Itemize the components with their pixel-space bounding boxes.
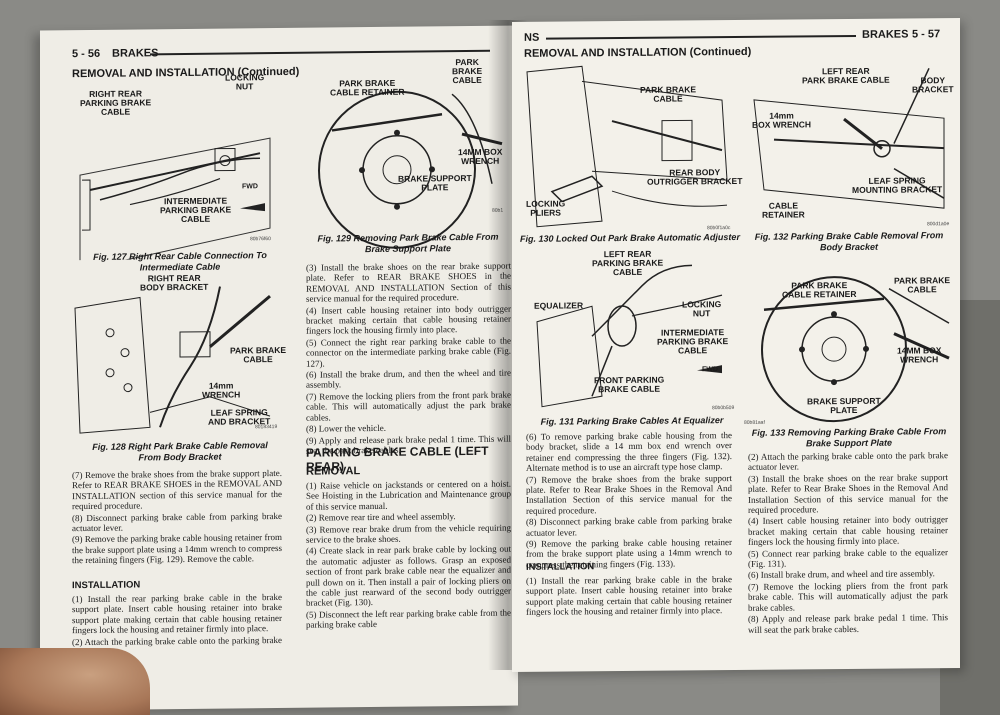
fig131-callout-equalizer: EQUALIZER <box>534 300 584 311</box>
paragraph: (6) Install brake drum, and wheel and ti… <box>748 568 935 581</box>
fig127-code: 80b76f60 <box>250 236 271 243</box>
paragraph: (7) Remove the locking pliers from the f… <box>748 580 948 613</box>
fig133-caption: Fig. 133 Removing Parking Brake Cable Fr… <box>751 426 947 449</box>
fig132-callout-left-rear-cable: LEFT REAR PARK BRAKE CABLE <box>802 65 890 86</box>
fig131-code: 80b0b509 <box>712 405 735 412</box>
paragraph: (1) Raise vehicle on jackstands or cente… <box>306 478 511 512</box>
right-col2-text: (2) Attach the parking brake cable onto … <box>748 450 948 636</box>
header-rule <box>546 34 856 40</box>
fig131-callout-intermediate-cable: INTERMEDIATE PARKING BRAKE CABLE <box>657 327 729 356</box>
paragraph: (5) Connect rear parking brake cable to … <box>748 546 948 569</box>
paragraph: (2) Remove rear tire and wheel assembly. <box>306 511 456 523</box>
fig128-callout-park-brake-cable: PARK BRAKE CABLE <box>230 344 287 365</box>
fig129-illustration <box>318 90 503 249</box>
fig132-illustration <box>753 68 945 209</box>
paragraph: (7) Remove the brake shoes from the brak… <box>526 472 732 516</box>
right-section-header: REMOVAL AND INSTALLATION (Continued) <box>524 45 752 60</box>
fig129-callout-support-plate: BRAKE SUPPORT PLATE <box>398 172 472 193</box>
fig130-caption: Fig. 130 Locked Out Park Brake Automatic… <box>520 231 740 244</box>
paragraph: (7) Remove the locking pliers from the f… <box>306 389 511 423</box>
left-page: 5 - 56 BRAKES REMOVAL AND INSTALLATION (… <box>40 25 518 711</box>
fig127-caption: Fig. 127 Right Rear Cable Connection To … <box>93 250 267 273</box>
fig130-callout-locking-pliers: LOCKING PLIERS <box>526 198 566 218</box>
right-section-name: BRAKES <box>862 28 909 41</box>
paragraph: (3) Install the brake shoes on the rear … <box>306 260 511 304</box>
fig132-caption: Fig. 132 Parking Brake Cable Removal Fro… <box>754 230 944 253</box>
fig132-code: 800d1a0e <box>927 221 950 228</box>
fig128-callout-body-bracket: RIGHT REAR BODY BRACKET <box>140 272 209 293</box>
paragraph: (2) Attach the parking brake cable onto … <box>748 450 948 473</box>
fig130-illustration <box>526 65 728 228</box>
thumb-holding-book <box>0 648 150 715</box>
left-removal-heading: REMOVAL <box>306 465 361 478</box>
fig133-callout-cable-retainer: PARK BRAKE CABLE RETAINER <box>782 280 857 300</box>
fig128-caption: Fig. 128 Right Park Brake Cable Removal … <box>92 440 268 463</box>
fig133-code: 80b81aaf <box>744 419 765 426</box>
paragraph: (4) Insert cable housing retainer into b… <box>306 303 511 337</box>
left-col1-text: (7) Remove the brake shoes from the brak… <box>72 468 282 567</box>
paragraph: (5) Disconnect the left rear parking bra… <box>306 607 511 630</box>
right-page: NS BRAKES 5 - 57 REMOVAL AND INSTALLATIO… <box>512 18 960 672</box>
fig131-callout-left-rear-cable: LEFT REAR PARKING BRAKE CABLE <box>592 248 664 278</box>
fig129-callout-cable-retainer: PARK BRAKE CABLE RETAINER <box>330 77 405 98</box>
left-installation-heading: INSTALLATION <box>72 579 141 592</box>
paragraph: (6) Install the brake drum, and then the… <box>306 367 511 391</box>
fig131-callout-front-cable: FRONT PARKING BRAKE CABLE <box>594 374 665 395</box>
header-rule <box>150 49 490 56</box>
fig127-illustration <box>79 137 271 261</box>
paragraph: (5) Connect the right rear parking brake… <box>306 335 511 369</box>
fig133-callout-park-brake-cable: PARK BRAKE CABLE <box>894 275 951 295</box>
fig131-caption: Fig. 131 Parking Brake Cables At Equaliz… <box>540 415 724 427</box>
fig131-illustration <box>536 264 723 408</box>
paragraph: (7) Remove the brake shoes from the brak… <box>72 467 282 512</box>
right-col1-text: (6) To remove parking brake cable housin… <box>526 430 732 571</box>
fig128-callout-wrench: 14mm WRENCH <box>202 380 241 400</box>
left-col2-removal: (1) Raise vehicle on jackstands or cente… <box>306 479 511 632</box>
fig130-callout-park-brake-cable: PARK BRAKE CABLE <box>640 84 697 104</box>
fig130-callout-outrigger-bracket: REAR BODY OUTRIGGER BRACKET <box>647 167 743 187</box>
right-col1-install: (1) Install the rear parking brake cable… <box>526 574 732 618</box>
paragraph: (8) Disconnect parking brake cable from … <box>526 515 732 538</box>
paragraph: (1) Install the rear parking brake cable… <box>72 591 282 636</box>
fig130-code: 80b0f1a0c <box>707 225 731 232</box>
paragraph: (3) Remove rear brake drum from the vehi… <box>306 522 511 545</box>
fig133-callout-support-plate: BRAKE SUPPORT PLATE <box>807 395 881 416</box>
fig132-callout-leaf-spring-bracket: LEAF SPRING MOUNTING BRACKET <box>852 175 943 195</box>
paragraph: (4) Create slack in rear park brake cabl… <box>306 544 511 609</box>
fig128-illustration <box>74 286 271 434</box>
fig131-callout-locking-nut: LOCKING NUT <box>682 299 722 319</box>
fig131-callout-fwd: FWD <box>702 366 718 374</box>
paragraph: (6) To remove parking brake cable housin… <box>526 430 732 474</box>
left-page-number: 5 - 56 <box>72 47 101 61</box>
paragraph: (4) Insert cable housing retainer into b… <box>748 514 948 548</box>
paragraph: (8) Lower the vehicle. <box>306 422 386 434</box>
fig133-callout-box-wrench: 14MM BOX WRENCH <box>897 345 942 365</box>
fig127-callout-right-rear-cable: RIGHT REAR PARKING BRAKE CABLE <box>80 88 152 117</box>
paragraph: (9) Remove the parking brake cable housi… <box>72 532 282 566</box>
right-page-number: 5 - 57 <box>912 28 941 41</box>
left-col2-text: (3) Install the brake shoes on the rear … <box>306 261 511 457</box>
fig132-callout-cable-retainer: CABLE RETAINER <box>762 200 805 220</box>
fig129-caption: Fig. 129 Removing Park Brake Cable From … <box>317 231 499 255</box>
paragraph: (1) Install the rear parking brake cable… <box>526 574 732 618</box>
right-model-code: NS <box>524 31 540 44</box>
fig133-illustration <box>761 276 950 423</box>
paragraph: (8) Disconnect parking brake cable from … <box>72 510 282 534</box>
fig132-callout-box-wrench: 14mm BOX WRENCH <box>752 110 812 130</box>
fig127-callout-locking-nut: LOCKING NUT <box>225 72 265 92</box>
fig127-callout-fwd: FWD <box>242 183 258 191</box>
right-installation-heading: INSTALLATION <box>526 561 595 573</box>
fig127-callout-intermediate-cable: INTERMEDIATE PARKING BRAKE CABLE <box>160 195 232 225</box>
fig128-code: 80183419 <box>255 424 278 431</box>
fig129-callout-park-brake-cable: PARK BRAKE CABLE <box>452 56 483 86</box>
fig132-callout-body-bracket: BODY BRACKET <box>912 75 954 95</box>
paragraph: (8) Apply and release park brake pedal 1… <box>748 612 948 635</box>
paragraph: (3) Install the brake shoes on the rear … <box>748 471 948 515</box>
